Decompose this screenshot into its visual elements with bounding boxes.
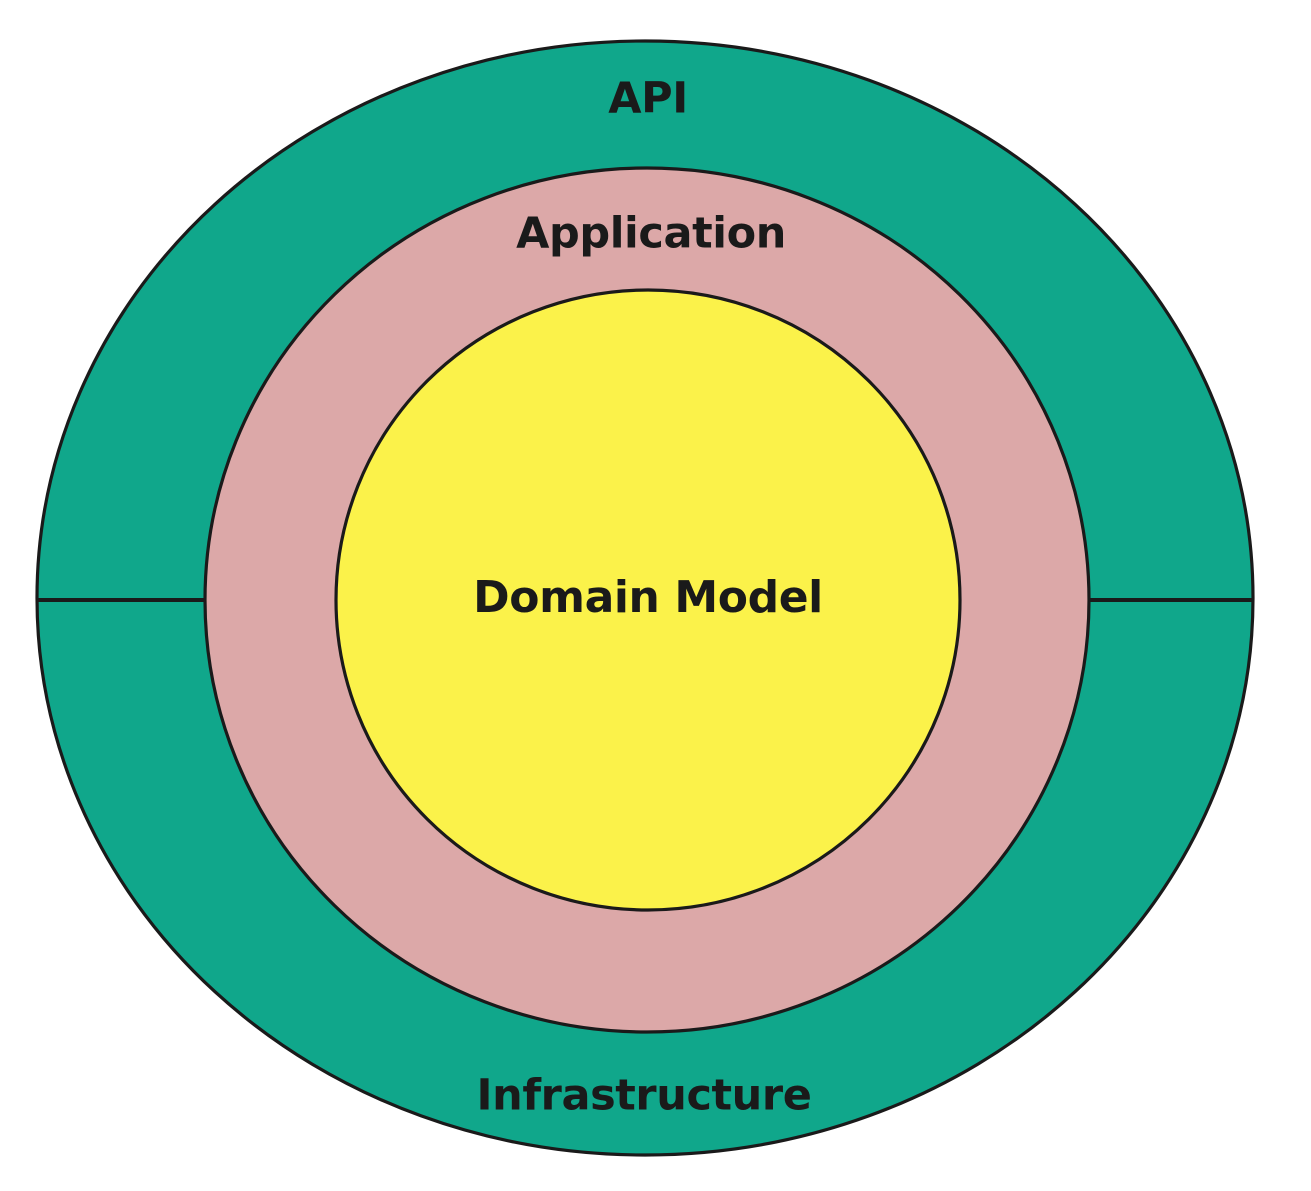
label-infrastructure: Infrastructure xyxy=(477,1071,812,1121)
layer-domain-model-shape[interactable] xyxy=(334,288,962,912)
label-domain-model: Domain Model xyxy=(473,572,823,623)
label-application: Application xyxy=(516,209,786,259)
label-api: API xyxy=(608,74,688,124)
